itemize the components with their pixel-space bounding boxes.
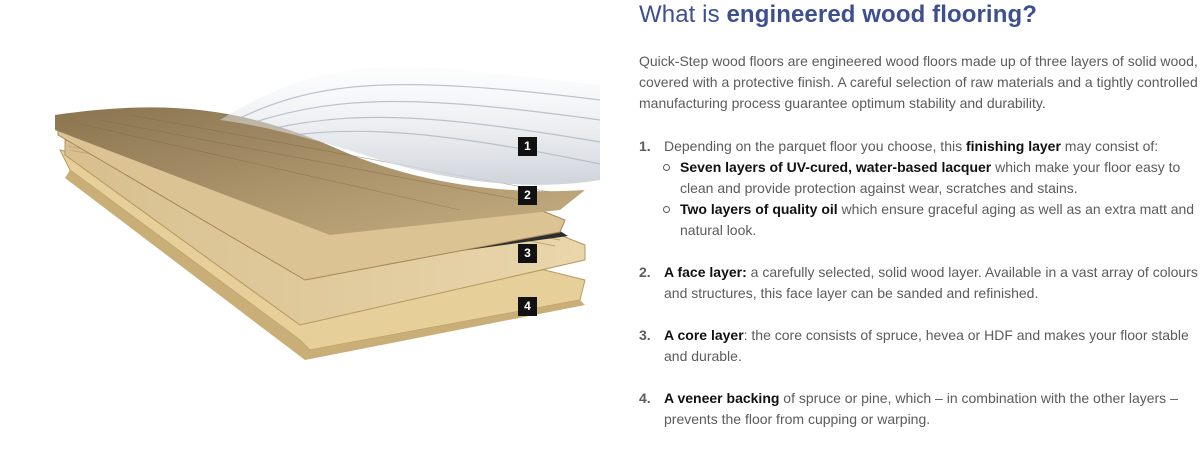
bold-term: A face layer: <box>664 264 747 280</box>
list-number: 2. <box>639 264 651 280</box>
list-item-text: Depending on the parquet floor you choos… <box>639 136 1201 157</box>
list-item-core-layer: 3. A core layer: the core consists of sp… <box>639 325 1201 367</box>
title-emphasis: engineered wood flooring? <box>726 1 1037 28</box>
floor-layers-graphic <box>55 66 601 360</box>
layer-badge-3: 3 <box>518 244 537 263</box>
text-segment: which ensure graceful aging as well as a… <box>680 201 1195 238</box>
bullet-icon <box>663 206 670 213</box>
text-segment: : the core consists of spruce, hevea or … <box>664 327 1189 364</box>
bold-term: A core layer <box>664 327 744 343</box>
bold-term: A veneer backing <box>664 390 780 406</box>
list-item-text: A face layer: a carefully selected, soli… <box>639 262 1201 304</box>
layer-badge-2: 2 <box>518 186 537 205</box>
bullet-icon <box>663 164 670 171</box>
sublist-item-lacquer: Seven layers of UV-cured, water-based la… <box>663 157 1201 199</box>
intro-paragraph: Quick-Step wood floors are engineered wo… <box>639 53 1198 111</box>
list-number: 4. <box>639 390 651 406</box>
text-segment: of spruce or pine, which – in combinatio… <box>664 390 1178 427</box>
page-title: What is engineered wood flooring? <box>639 1 1037 29</box>
list-item-text: A core layer: the core consists of spruc… <box>639 325 1201 367</box>
layer-badge-1: 1 <box>518 137 537 156</box>
list-number: 1. <box>639 138 651 154</box>
bold-term: finishing layer <box>965 138 1061 154</box>
text-segment: may consist of: <box>1060 138 1159 154</box>
bold-term: Two layers of quality oil <box>680 201 838 217</box>
sublist-item-oil: Two layers of quality oil which ensure g… <box>663 199 1201 241</box>
text-segment: Depending on the parquet floor you choos… <box>664 138 966 154</box>
text-segment: a carefully selected, solid wood layer. … <box>664 264 1198 301</box>
list-item-face-layer: 2. A face layer: a carefully selected, s… <box>639 262 1201 304</box>
layered-floor-illustration: 1 2 3 4 <box>40 60 620 380</box>
list-number: 3. <box>639 327 651 343</box>
title-prefix: What is <box>639 1 727 28</box>
list-item-finishing-layer: 1. Depending on the parquet floor you ch… <box>639 136 1201 157</box>
list-item-veneer-backing: 4. A veneer backing of spruce or pine, w… <box>639 388 1201 430</box>
list-item-text: A veneer backing of spruce or pine, whic… <box>639 388 1201 430</box>
text-segment: which make your floor easy to clean and … <box>680 159 1181 196</box>
layer-badge-4: 4 <box>518 297 537 316</box>
bold-term: Seven layers of UV-cured, water-based la… <box>680 159 992 175</box>
